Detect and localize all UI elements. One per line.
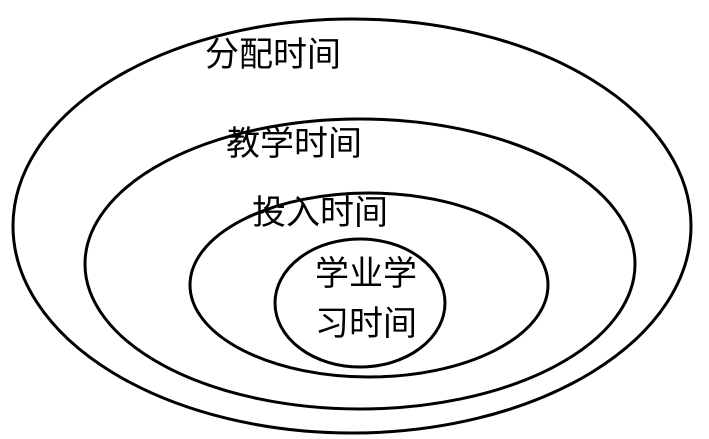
ellipse-engaged-time (188, 191, 550, 379)
ellipse-academic-learning-time (273, 237, 447, 369)
ellipse-allocated-time (11, 17, 693, 435)
label-instructional-time: 教学时间 (226, 124, 362, 164)
label-academic-learning-time-line2: 习时间 (315, 304, 417, 344)
ellipse-instructional-time (83, 117, 637, 411)
label-academic-learning-time-line1: 学业学 (315, 254, 417, 294)
label-engaged-time: 投入时间 (252, 193, 388, 233)
label-allocated-time: 分配时间 (205, 35, 341, 75)
